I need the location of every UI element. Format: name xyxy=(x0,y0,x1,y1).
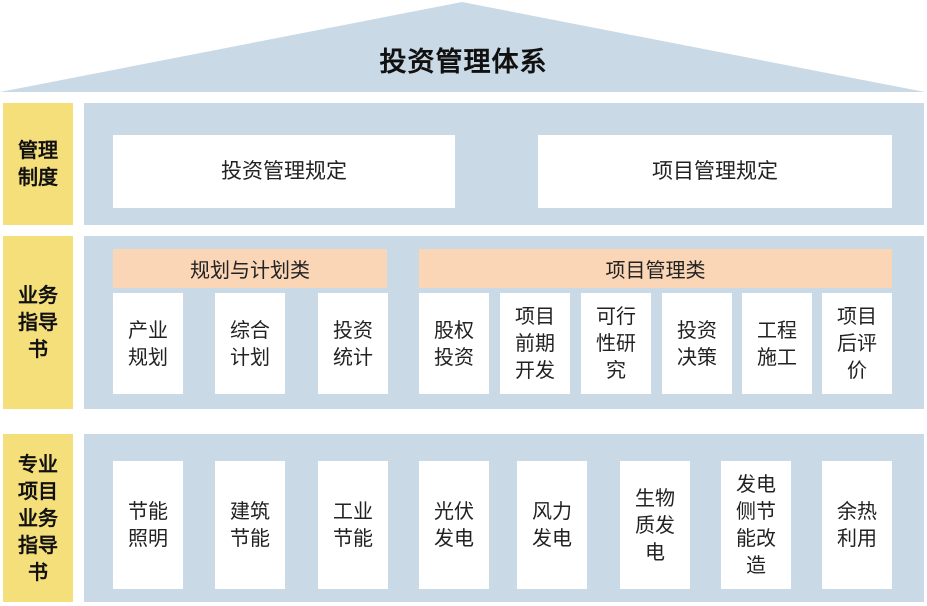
professional-item: 生物质发电 xyxy=(620,461,690,589)
professional-item: 建筑节能 xyxy=(215,461,285,589)
professional-item: 余热利用 xyxy=(822,461,892,589)
band-management: 投资管理规定 项目管理规定 xyxy=(84,103,924,225)
policy-label: 项目管理规定 xyxy=(652,159,778,183)
professional-item: 工业节能 xyxy=(318,461,388,589)
guide-item: 项目后评价 xyxy=(822,293,892,394)
category-header: 项目管理类 xyxy=(419,249,892,288)
policy-label: 投资管理规定 xyxy=(221,159,347,183)
professional-item: 节能照明 xyxy=(113,461,183,589)
guide-item: 投资统计 xyxy=(318,293,388,394)
guide-item: 项目前期开发 xyxy=(500,293,570,394)
row-label-text: 专业项目业务指导书 xyxy=(18,451,58,584)
guide-item: 产业规划 xyxy=(113,293,183,394)
guide-item: 综合计划 xyxy=(215,293,285,394)
category-header: 规划与计划类 xyxy=(113,249,387,288)
professional-item: 光伏发电 xyxy=(419,461,489,589)
page-title: 投资管理体系 xyxy=(379,47,548,78)
row-label-management: 管理制度 xyxy=(3,103,73,225)
row-label-text: 管理制度 xyxy=(18,138,58,189)
guide-item: 投资决策 xyxy=(662,293,732,394)
row-label-text: 业务指导书 xyxy=(18,283,58,361)
row-label-business: 业务指导书 xyxy=(3,236,73,409)
guide-item: 可行性研究 xyxy=(581,293,651,394)
band-professional: 节能照明 建筑节能 工业节能 光伏发电 风力发电 生物质发电 发电侧节能改造 余… xyxy=(84,434,924,602)
policy-box: 项目管理规定 xyxy=(538,135,892,208)
roof-shape xyxy=(0,2,925,92)
professional-item: 发电侧节能改造 xyxy=(721,461,791,589)
band-business: 规划与计划类 项目管理类 产业规划 综合计划 投资统计 股权投资 项目前期开发 … xyxy=(84,236,924,409)
policy-box: 投资管理规定 xyxy=(113,135,455,208)
row-label-professional: 专业项目业务指导书 xyxy=(3,434,73,602)
professional-item: 风力发电 xyxy=(517,461,587,589)
guide-item: 工程施工 xyxy=(742,293,812,394)
guide-item: 股权投资 xyxy=(419,293,489,394)
